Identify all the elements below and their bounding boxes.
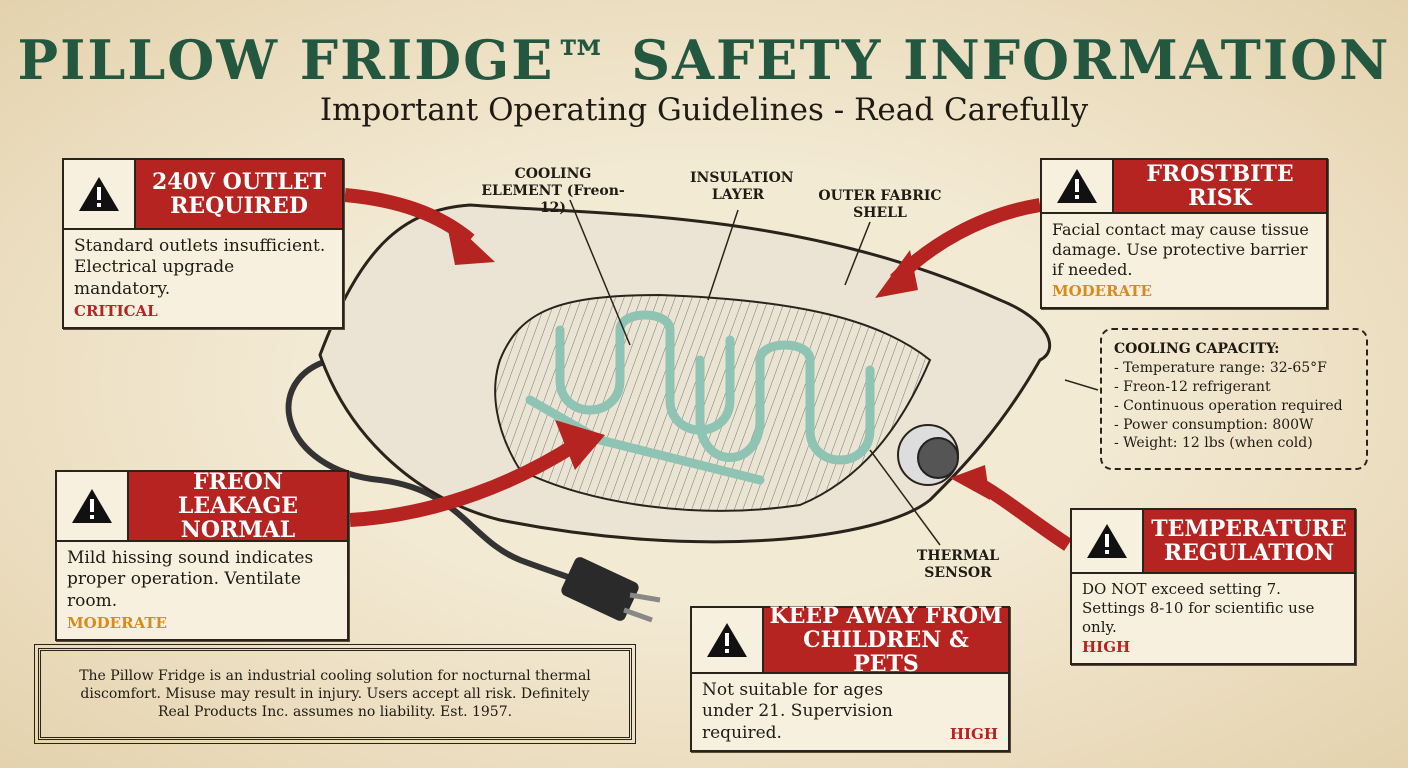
warning-keep-away-children: KEEP AWAY FROM CHILDREN & PETS Not suita… [690, 604, 1010, 752]
temperature-dial-icon [897, 424, 959, 486]
power-cord [285, 357, 602, 593]
arrow-temperature [971, 475, 1072, 551]
warning-label: KEEP AWAY FROM CHILDREN & PETS [764, 604, 1008, 676]
warning-text: Mild hissing sound indicates proper oper… [67, 548, 314, 611]
warning-240v-outlet: 240V OUTLET REQUIRED Standard outlets in… [62, 158, 344, 329]
cooling-coils [525, 310, 875, 485]
page-subtitle: Important Operating Guidelines - Read Ca… [319, 92, 1089, 128]
warning-triangle-icon [1042, 160, 1114, 212]
warning-triangle-icon [64, 160, 136, 228]
spec-item: - Weight: 12 lbs (when cold) [1114, 435, 1313, 452]
warning-text: Standard outlets insufficient. Electrica… [74, 236, 326, 299]
spec-item: - Continuous operation required [1114, 397, 1343, 414]
severity-badge: CRITICAL [74, 301, 158, 320]
severity-badge: HIGH [949, 725, 998, 743]
warning-label: TEMPERATURE REGULATION [1144, 510, 1354, 572]
warning-triangle-icon [57, 472, 129, 540]
warning-temperature-regulation: TEMPERATURE REGULATION DO NOT exceed set… [1070, 508, 1356, 665]
severity-badge: HIGH [1082, 638, 1131, 657]
plug-icon [561, 557, 661, 623]
warning-label: FROSTBITE RISK [1114, 160, 1326, 212]
arrow-freon [349, 439, 579, 527]
spec-item: - Temperature range: 32-65°F [1114, 359, 1327, 376]
warning-freon-leakage: FREON LEAKAGE NORMAL Mild hissing sound … [55, 470, 349, 641]
warning-triangle-icon [1072, 510, 1144, 572]
callout-cooling-element: COOLING ELEMENT (Freon-12) [481, 166, 625, 216]
arrow-heads [445, 215, 990, 500]
disclaimer-text: The Pillow Fridge is an industrial cooli… [79, 667, 591, 721]
warning-label: FREON LEAKAGE NORMAL [129, 470, 347, 542]
callout-insulation: INSULATION LAYER [690, 170, 794, 203]
severity-badge: MODERATE [67, 613, 167, 632]
callout-thermal-sensor: THERMAL SENSOR [916, 548, 1000, 581]
disclaimer-box: The Pillow Fridge is an industrial cooli… [34, 644, 636, 744]
severity-badge: MODERATE [1052, 282, 1152, 300]
cooling-capacity-specs: COOLING CAPACITY: - Temperature range: 3… [1100, 328, 1368, 470]
callout-lines [569, 199, 1099, 546]
warning-text: Not suitable for ages under 21. Supervis… [702, 680, 893, 743]
spec-item: - Freon-12 refrigerant [1114, 378, 1271, 395]
warning-label: 240V OUTLET REQUIRED [136, 160, 342, 228]
spec-item: - Power consumption: 800W [1114, 416, 1314, 433]
warning-text: DO NOT exceed setting 7. Settings 8-10 f… [1082, 580, 1315, 636]
page-title: PILLOW FRIDGE™ SAFETY INFORMATION [17, 28, 1391, 92]
callout-outer-fabric: OUTER FABRIC SHELL [818, 188, 942, 221]
warning-frostbite: FROSTBITE RISK Facial contact may cause … [1040, 158, 1328, 309]
warning-text: Facial contact may cause tissue damage. … [1052, 220, 1309, 279]
specs-title: COOLING CAPACITY: [1114, 341, 1280, 357]
warning-triangle-icon [692, 608, 764, 672]
